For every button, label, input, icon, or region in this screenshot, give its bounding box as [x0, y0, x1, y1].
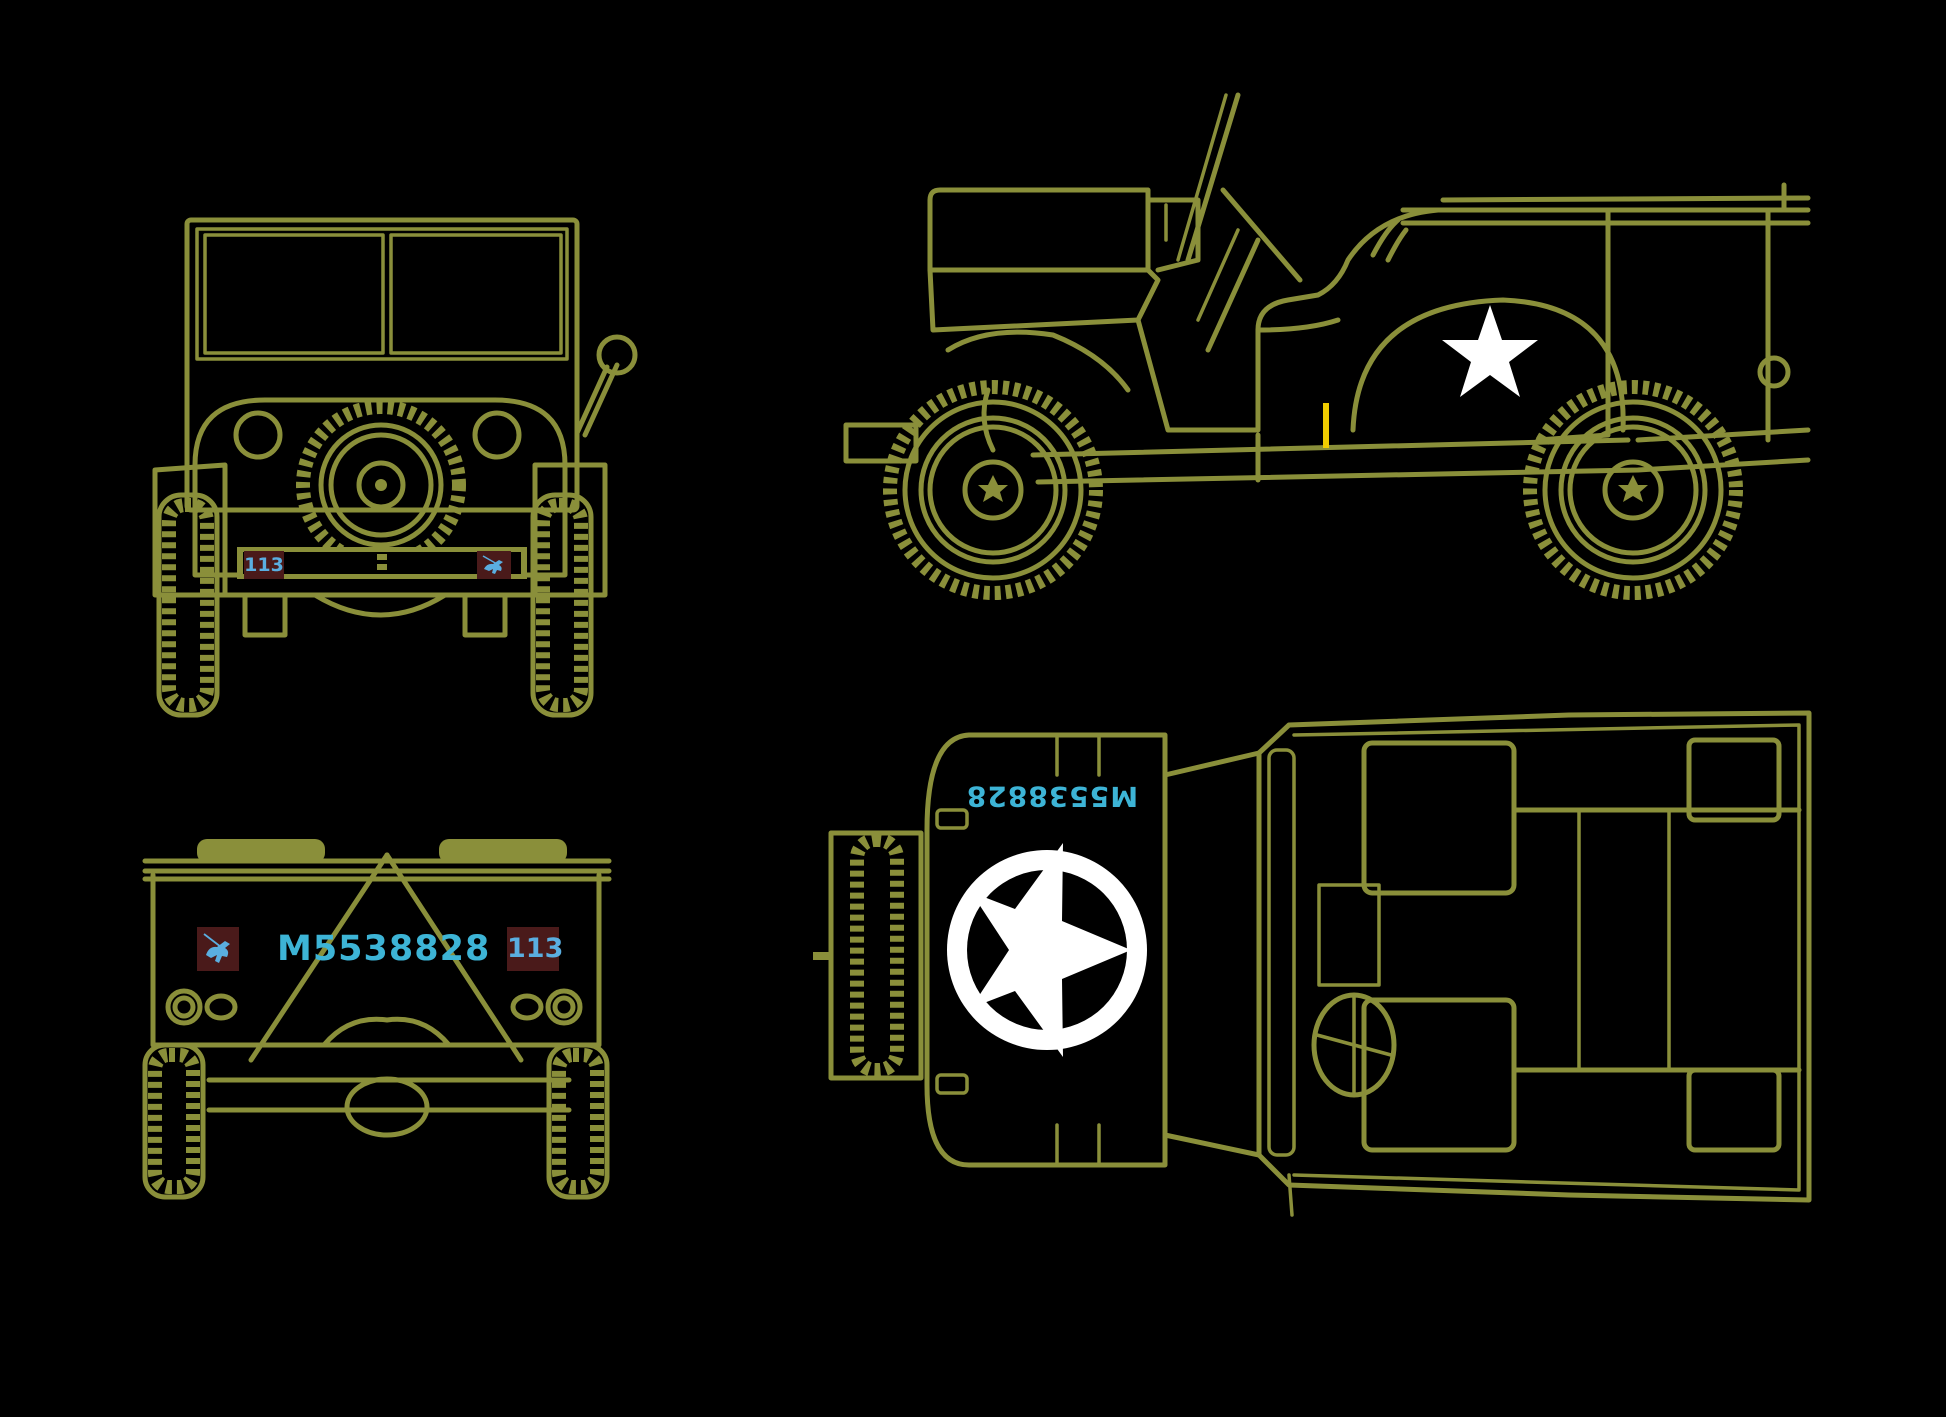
- front-view: 113: [152, 215, 645, 725]
- front-view-drawing: [152, 217, 638, 718]
- pegasus-icon: [482, 555, 503, 574]
- star-icon: [1442, 305, 1538, 397]
- front-unit-number: 113: [244, 554, 284, 576]
- rear-unit-number: 113: [507, 933, 564, 964]
- rear-view-drawing: [142, 839, 612, 1200]
- side-view-drawing: [843, 92, 1811, 600]
- top-registration-text: M5538828: [965, 780, 1139, 813]
- top-view: M5538828: [809, 705, 1812, 1220]
- top-view-drawing: [813, 710, 1812, 1217]
- pegasus-icon: [203, 933, 230, 963]
- rear-unit-badge: 113: [507, 927, 563, 971]
- side-view: [838, 90, 1811, 605]
- front-unit-badge: 113: [244, 551, 284, 579]
- rear-registration-plate: M5538828: [277, 929, 491, 969]
- rear-pegasus-badge: [197, 927, 239, 971]
- front-pegasus-badge: [477, 551, 511, 579]
- rear-view: M5538828 113: [139, 835, 614, 1205]
